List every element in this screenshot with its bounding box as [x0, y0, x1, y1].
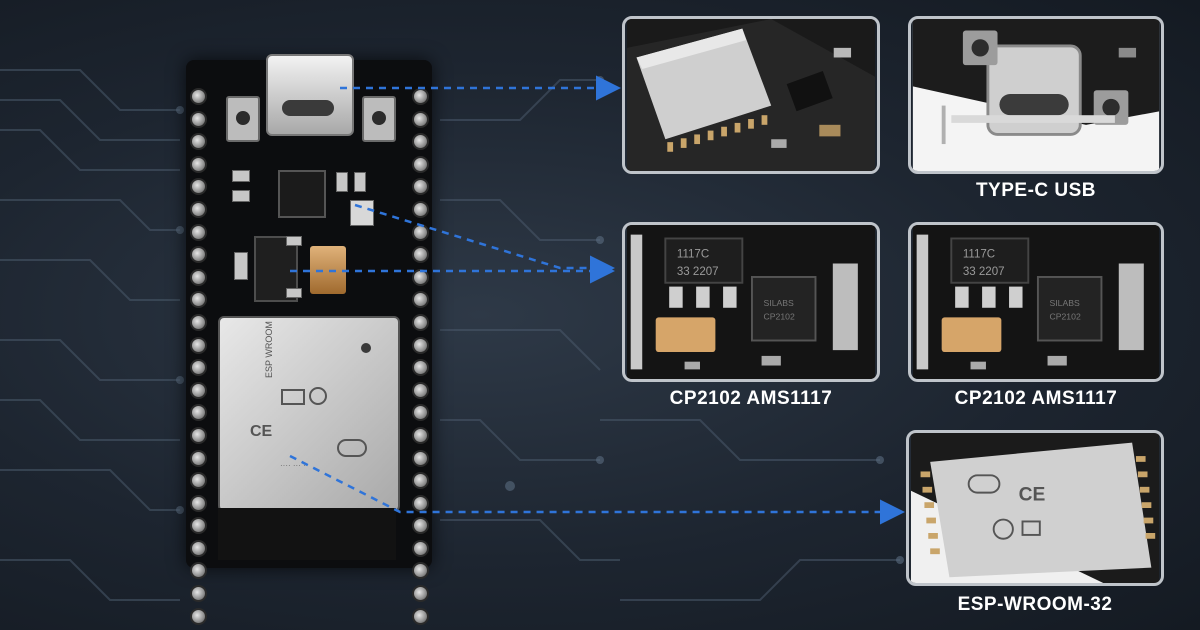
svg-text:CP2102: CP2102: [764, 311, 795, 321]
svg-text:CP2102: CP2102: [1049, 311, 1080, 321]
svg-text:···· ··· ·: ···· ··· ·: [280, 461, 306, 470]
svg-text:1117C: 1117C: [963, 249, 995, 261]
svg-text:ESP WROOM: ESP WROOM: [264, 321, 274, 378]
svg-text:33 2207: 33 2207: [963, 266, 1005, 278]
svg-text:CE: CE: [250, 423, 273, 440]
svg-text:CE: CE: [1019, 484, 1046, 505]
detail-panel-module-top: [622, 16, 880, 174]
svg-text:1117C: 1117C: [677, 249, 709, 261]
usb-c-connector: [266, 54, 354, 136]
tantalum-capacitor: [310, 246, 346, 294]
detail-panel-cp2102-left: 1117C 33 2207 SILABS CP2102: [622, 222, 880, 382]
right-header-pins: [408, 88, 432, 630]
svg-text:33 2207: 33 2207: [677, 266, 719, 278]
detail-panel-esp-module: CE: [906, 430, 1164, 586]
caption-type-c-usb: TYPE-C USB: [975, 180, 1097, 201]
detail-panel-cp2102-right: 1117C 33 2207 SILABS CP2102: [908, 222, 1164, 382]
esp-wroom-32-module: ESP WROOM CE ···· ··· ·: [218, 316, 400, 512]
esp32-dev-board: ESP WROOM CE ···· ··· ·: [186, 54, 432, 625]
caption-cp2102-right: CP2102 AMS1117: [954, 388, 1118, 409]
reset-button: [362, 96, 396, 142]
svg-text:SILABS: SILABS: [1049, 298, 1080, 308]
caption-esp-wroom-32: ESP-WROOM-32: [957, 594, 1113, 615]
antenna-area: [218, 508, 396, 560]
caption-cp2102-left: CP2102 AMS1117: [669, 388, 833, 409]
boot-button: [226, 96, 260, 142]
svg-text:SILABS: SILABS: [764, 298, 795, 308]
left-header-pins: [186, 88, 210, 630]
detail-panel-usb: [908, 16, 1164, 174]
cp2102-chip: [278, 170, 326, 218]
